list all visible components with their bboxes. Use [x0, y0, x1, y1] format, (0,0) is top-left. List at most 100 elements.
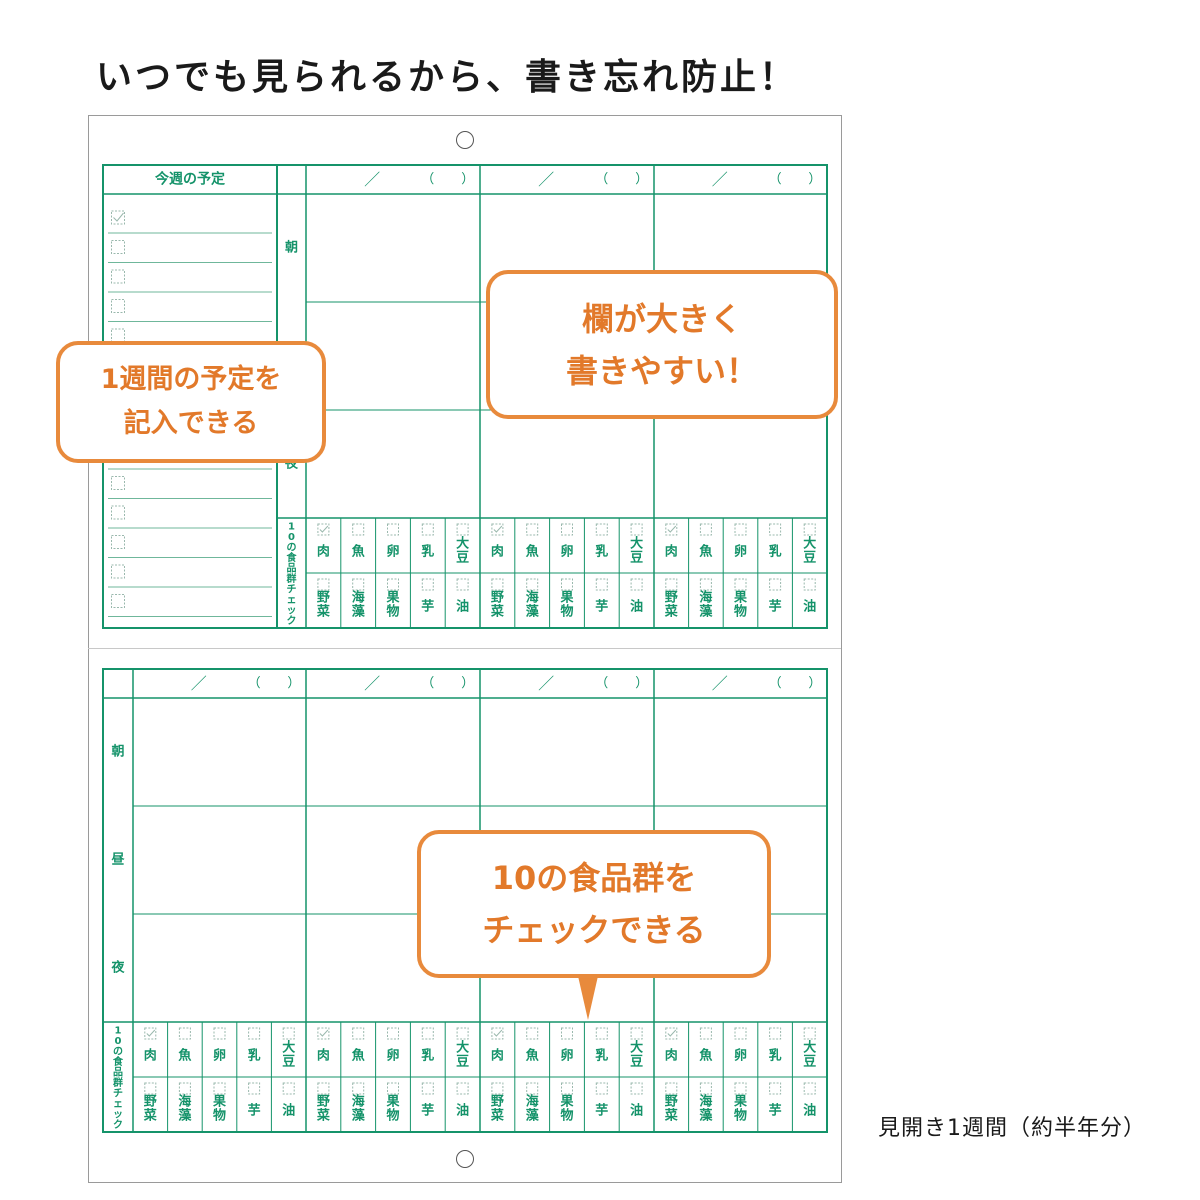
top-day-2-food-checkbox — [526, 578, 539, 591]
top-day-1-food-checkbox — [456, 523, 469, 536]
bottom-day-3-food-checkbox — [561, 1027, 573, 1040]
top-day-3-food-label: 芋 — [769, 599, 782, 615]
bottom-day-2-food-label: 油 — [456, 1103, 469, 1119]
bottom-day-1-food-checkbox — [178, 1082, 191, 1095]
top-day-2-food-checkbox — [491, 523, 504, 536]
bottom-day-3-food-label: 魚 — [526, 1048, 539, 1064]
callout-large-boxes-line1: 欄が大きく — [581, 299, 742, 338]
top-day-3-food-label: 卵 — [734, 544, 747, 560]
callout-large-boxes: 欄が大きく 書きやすい！ — [486, 270, 838, 419]
bottom-day-1-food-label: 物 — [213, 1108, 226, 1124]
schedule-checkbox — [111, 476, 125, 490]
top-day-2-food-label: 物 — [560, 604, 573, 620]
bottom-day-1-food-label: 藻 — [178, 1108, 192, 1124]
bottom-day-3-food-checkbox — [630, 1082, 643, 1095]
top-day-3-food-label: 大 — [803, 536, 816, 552]
callout-food-check-line2: チェックできる — [482, 911, 706, 949]
bottom-day-4-food-label: 乳 — [769, 1048, 782, 1064]
bottom-day-1-food-label: 菜 — [143, 1108, 157, 1124]
top-day-3-food-checkbox — [803, 578, 816, 591]
bottom-day-2-food-checkbox — [421, 1027, 434, 1040]
top-food-check-label: ク — [287, 615, 297, 627]
top-day-3-food-checkbox — [665, 578, 678, 591]
bottom-day-3-food-label: 肉 — [491, 1048, 504, 1064]
bottom-day-3-food-label: 豆 — [630, 1055, 643, 1070]
callout-food-check: 10の食品群を チェックできる — [417, 830, 771, 978]
top-day-1-food-label: 菜 — [316, 604, 330, 620]
top-day-1-food-checkbox — [421, 578, 434, 591]
bottom-day-3-food-label: 果 — [559, 1095, 573, 1110]
top-day-1-food-checkbox — [317, 578, 330, 591]
top-day-3-food-checkbox — [769, 578, 782, 591]
bottom-day-1-food-checkbox — [213, 1027, 226, 1040]
callout-schedule-line2: 記入できる — [123, 408, 259, 439]
checkbox-check-mark — [667, 1029, 677, 1037]
bottom-day-4-food-checkbox — [665, 1082, 678, 1095]
bottom-day-4-food-label: 芋 — [769, 1103, 782, 1119]
bottom-day-4-food-label: 藻 — [699, 1108, 713, 1124]
bottom-day-4-food-label: 油 — [803, 1103, 816, 1119]
bottom-day-1-food-label: 果 — [212, 1095, 226, 1110]
bottom-day-2-food-label: 果 — [385, 1095, 399, 1110]
top-food-check-label: チ — [287, 584, 297, 596]
binding-hole-bottom — [456, 1150, 474, 1168]
bottom-day-4-food-label: 果 — [733, 1095, 747, 1110]
top-day-3-food-label: 肉 — [665, 544, 678, 560]
bottom-day-2-date-paren-close: ） — [461, 676, 474, 691]
schedule-checkbox — [111, 564, 125, 579]
bottom-day-1-food-label: 卵 — [213, 1048, 226, 1064]
bottom-day-3-date-paren-open: （ — [595, 676, 608, 691]
bottom-day-4-food-checkbox — [734, 1027, 747, 1040]
bottom-food-check-label: 群 — [113, 1076, 123, 1089]
bottom-food-check-label: ェ — [113, 1099, 123, 1110]
bottom-day-3-food-label: 物 — [560, 1108, 573, 1124]
bottom-day-4-date-slash: ／ — [712, 674, 728, 693]
bottom-day-1-food-label: 魚 — [178, 1048, 191, 1064]
top-day-1-food-checkbox — [387, 578, 399, 591]
bottom-meal-label-2: 昼 — [111, 852, 124, 868]
callout-food-check-pointer — [578, 976, 598, 1020]
bottom-day-1-food-checkbox — [144, 1027, 157, 1040]
bottom-day-1-food-checkbox — [144, 1082, 157, 1095]
bottom-day-2-food-checkbox — [456, 1082, 469, 1095]
bottom-day-4-food-label: 魚 — [699, 1048, 712, 1064]
top-day-1-food-label: 油 — [456, 599, 469, 615]
schedule-checkbox — [111, 535, 125, 549]
bottom-day-2-date-slash: ／ — [364, 674, 380, 693]
bottom-day-2-food-label: 大 — [456, 1040, 469, 1056]
bottom-day-1-food-checkbox — [282, 1082, 295, 1095]
bottom-day-4-food-label: 大 — [803, 1040, 816, 1056]
top-food-check-label: 群 — [287, 572, 297, 585]
top-day-3-food-checkbox — [699, 578, 712, 591]
top-day-1-food-label: 芋 — [421, 599, 434, 615]
callout-schedule-line1: 1週間の予定を — [100, 364, 282, 395]
schedule-checkbox — [111, 269, 125, 284]
bottom-day-1-food-checkbox — [213, 1082, 226, 1095]
bottom-day-2-food-label: 海 — [352, 1094, 365, 1110]
top-day-2-food-checkbox — [561, 523, 573, 536]
bottom-food-check-label: 1 — [115, 1026, 122, 1037]
schedule-checkbox — [111, 240, 125, 254]
top-food-check-label: 1 — [288, 522, 295, 533]
bottom-day-2-food-checkbox — [352, 1082, 365, 1095]
top-food-check-label: 品 — [287, 563, 297, 575]
bottom-day-3-food-label: 乳 — [595, 1048, 608, 1064]
top-day-2-food-checkbox — [630, 578, 643, 591]
bottom-day-2-date-paren-open: （ — [421, 676, 434, 691]
bottom-day-2-food-label: 肉 — [317, 1048, 330, 1064]
bottom-food-check-label: チ — [113, 1088, 123, 1100]
bottom-food-check-label: 0 — [115, 1036, 122, 1047]
bottom-day-3-food-label: 卵 — [560, 1048, 573, 1064]
top-day-2-date-paren-close: ） — [635, 172, 648, 187]
top-day-2-food-checkbox — [526, 523, 539, 536]
top-day-3-food-label: 藻 — [699, 604, 713, 620]
caption: 見開き1週間（約半年分） — [878, 1116, 1146, 1141]
bottom-day-2-food-label: 乳 — [421, 1048, 434, 1064]
bottom-day-4-food-label: 卵 — [734, 1048, 747, 1064]
bottom-day-4-food-label: 野 — [665, 1095, 678, 1110]
top-day-1-food-label: 魚 — [352, 544, 365, 560]
bottom-day-3-food-checkbox — [491, 1082, 504, 1095]
top-day-1-food-label: 藻 — [352, 604, 366, 620]
schedule-checkbox — [111, 210, 125, 225]
bottom-day-3-food-label: 海 — [526, 1094, 539, 1110]
